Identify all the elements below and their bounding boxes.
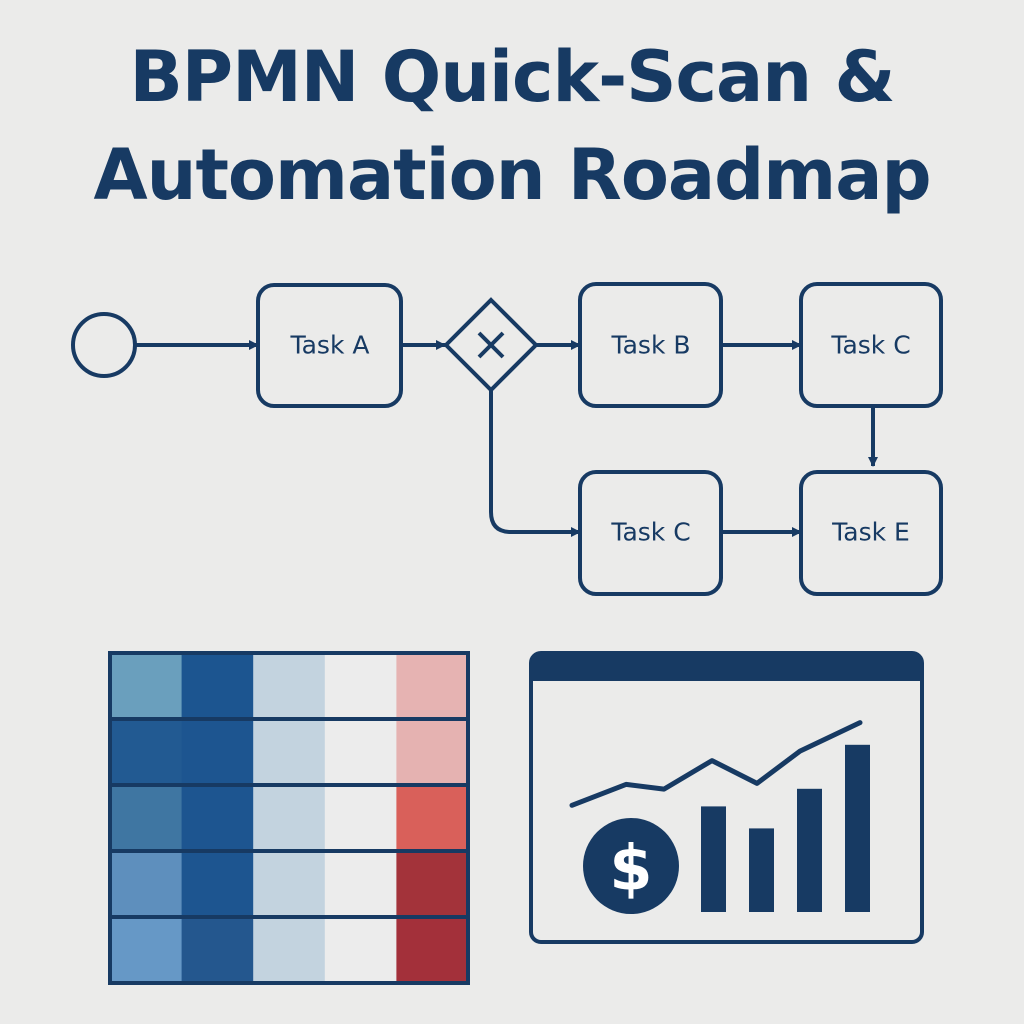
heatmap-cell (396, 653, 469, 720)
heatmap-cell (110, 653, 183, 720)
dashboard-bars (701, 744, 870, 912)
flow-gateway-to-task-c (489, 390, 581, 537)
heatmap-cell (324, 719, 397, 786)
title-line-1: BPMN Quick-Scan & (129, 36, 895, 118)
dashboard-bar (845, 744, 870, 912)
heatmap-cell (253, 851, 326, 918)
bpmn-process (71, 282, 943, 596)
heatmap-cell (181, 719, 254, 786)
heatmap-cell (110, 719, 183, 786)
heatmap-cell (110, 917, 183, 984)
heatmap-cell (396, 719, 469, 786)
heatmap-cell (396, 785, 469, 852)
task-b-label: Task B (610, 331, 690, 360)
heatmap-cell (324, 917, 397, 984)
heatmap-cell (324, 653, 397, 720)
dashboard-title-bar (531, 653, 922, 681)
heatmap-cell (253, 785, 326, 852)
heatmap-matrix (108, 651, 470, 985)
gateway-x-icon (477, 331, 505, 359)
dashboard-bar (749, 828, 774, 912)
dollar-icon-circle (583, 818, 679, 914)
task-a-label: Task A (289, 331, 369, 360)
task-e-label: Task E (831, 518, 910, 547)
heatmap-cell (181, 851, 254, 918)
heatmap-cell (324, 851, 397, 918)
task-c-top-label: Task C (830, 331, 910, 360)
heatmap-cell (181, 785, 254, 852)
dollar-symbol: $ (609, 832, 652, 905)
heatmap-cell (110, 851, 183, 918)
heatmap-cell (181, 653, 254, 720)
heatmap-cell (253, 719, 326, 786)
dashboard-bar (797, 788, 822, 912)
dollar-icon: $ (583, 818, 679, 914)
heatmap-cell (396, 917, 469, 984)
heatmap-cell (253, 917, 326, 984)
trend-line (569, 720, 863, 808)
dashboard-bar (701, 806, 726, 912)
task-labels: Task A Task B Task C Task C Task E (289, 331, 910, 547)
heatmap-cell (324, 785, 397, 852)
start-event (71, 312, 137, 378)
heatmap-border (108, 651, 470, 985)
heatmap-cell (110, 785, 183, 852)
task-c-bottom-label: Task C (610, 518, 690, 547)
title-line-2: Automation Roadmap (93, 134, 931, 216)
task-e-box[interactable] (799, 470, 943, 596)
dashboard-window: $ (529, 651, 924, 944)
heatmap-cell (396, 851, 469, 918)
heatmap-cell (181, 917, 254, 984)
heatmap-cell (253, 653, 326, 720)
